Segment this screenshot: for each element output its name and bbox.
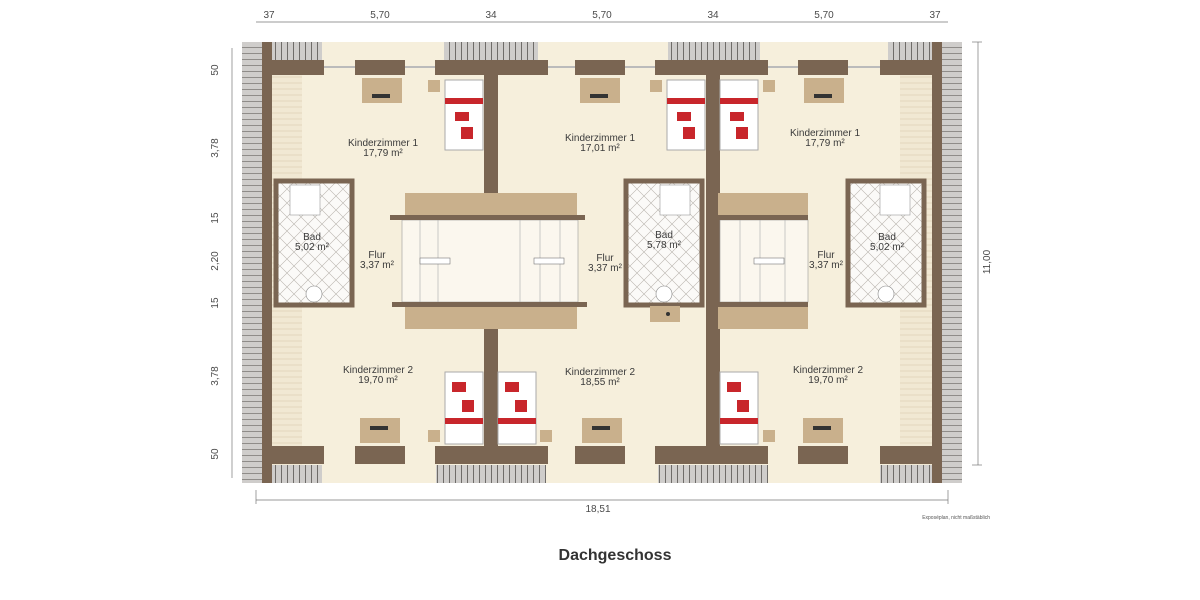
dim-left: 15 [210,212,221,224]
dormer [262,465,322,483]
dimensions-left: 50 3,78 15 2,20 15 3,78 50 [210,64,221,460]
room-area: 5,02 m² [870,242,905,253]
beds [444,79,759,445]
room-area: 3,37 m² [360,260,395,271]
room-area: 3,37 m² [809,260,844,271]
dormer [880,465,942,483]
room-name: Kinderzimmer 2 [565,367,635,378]
room-name: Kinderzimmer 2 [343,365,413,376]
room-area: 17,01 m² [580,143,620,154]
plan-title: Dachgeschoss [559,547,672,564]
room-name: Kinderzimmer 1 [790,128,860,139]
room-name: Flur [817,250,835,261]
dim-left: 50 [210,64,221,76]
dim-left: 15 [210,297,221,309]
desks [360,78,844,443]
room-name: Kinderzimmer 1 [565,133,635,144]
dormer [262,42,322,62]
dim-right: 11,00 [982,249,993,274]
floor-area [242,42,962,483]
room-name: Kinderzimmer 1 [348,138,418,149]
roof-right [942,42,962,483]
room-area: 18,55 m² [580,377,620,388]
room-area: 3,37 m² [588,263,623,274]
room-name: Flur [368,250,386,261]
dormer [668,42,760,62]
roof-left [242,42,262,483]
dim-left: 2,20 [210,251,221,271]
dim-top: 37 [263,10,275,21]
room-area: 17,79 m² [363,148,403,159]
room-name: Bad [303,232,321,243]
room-name: Flur [596,253,614,264]
dormer [888,42,942,62]
dim-top: 34 [707,10,719,21]
dim-top: 34 [485,10,497,21]
room-name: Bad [655,230,673,241]
party-wall [706,60,720,464]
staircase [390,193,809,329]
room-name: Kinderzimmer 2 [793,365,863,376]
bathrooms [273,178,927,322]
room-area: 17,79 m² [805,138,845,149]
dim-top: 5,70 [370,10,390,21]
dormer [444,42,538,62]
dim-top: 5,70 [814,10,834,21]
dim-left: 3,78 [210,366,221,386]
dim-left: 3,78 [210,138,221,158]
dim-top: 37 [929,10,941,21]
room-name: Bad [878,232,896,243]
dimension-lines [231,21,982,504]
dimensions-top: 37 5,70 34 5,70 34 5,70 37 [263,10,941,21]
room-area: 5,78 m² [647,240,682,251]
room-area: 5,02 m² [295,242,330,253]
room-area: 19,70 m² [358,375,398,386]
room-labels: Kinderzimmer 1 17,79 m² Kinderzimmer 1 1… [295,128,905,388]
dormer [658,465,768,483]
dim-left: 50 [210,448,221,460]
dim-bottom: 18,51 [585,504,610,515]
dormer [436,465,546,483]
disclaimer-note: Exposéplan, nicht maßstäblich [922,515,990,521]
building [242,42,962,483]
dim-top: 5,70 [592,10,612,21]
room-area: 19,70 m² [808,375,848,386]
